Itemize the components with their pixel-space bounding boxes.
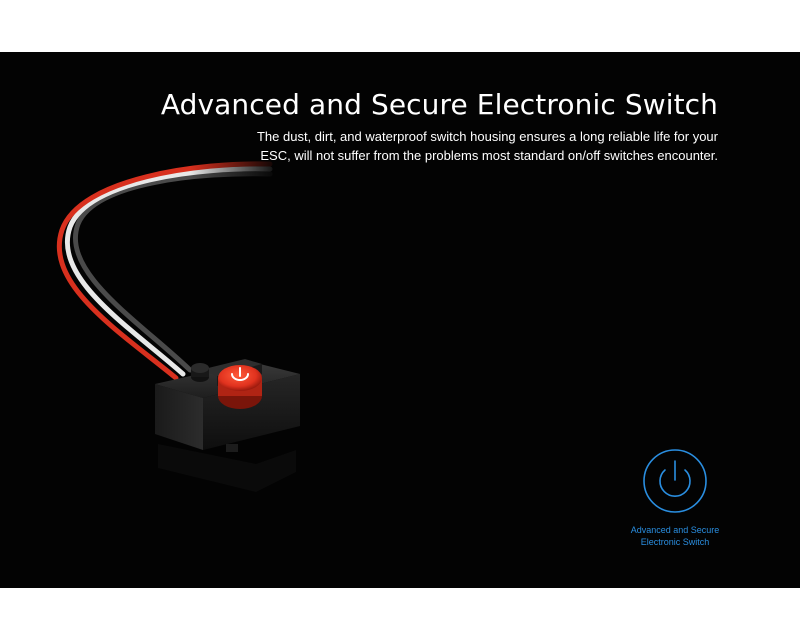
switch-housing	[155, 359, 300, 492]
feature-label: Advanced and Secure Electronic Switch	[630, 525, 720, 547]
product-image	[57, 147, 300, 492]
headline: Advanced and Secure Electronic Switch	[160, 88, 718, 121]
description: The dust, dirt, and waterproof switch ho…	[256, 129, 718, 163]
switch-wires	[57, 161, 273, 381]
product-banner: Advanced and Secure Electronic Switch Th…	[0, 52, 800, 588]
power-icon	[643, 449, 707, 513]
feature-badge: Advanced and Secure Electronic Switch	[600, 448, 750, 548]
